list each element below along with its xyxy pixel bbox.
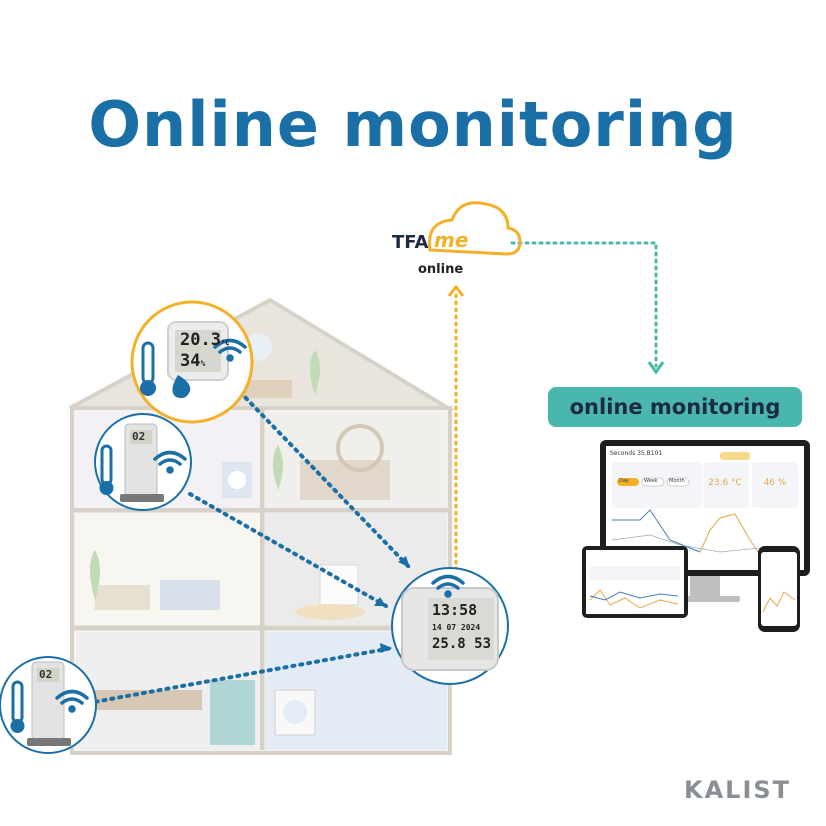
hygrometer-hum: 34 xyxy=(180,351,201,371)
brand-logo: KALIST xyxy=(684,776,792,804)
dashboard-day-button[interactable]: Day xyxy=(619,478,629,484)
cube-hum: 53 xyxy=(474,636,492,652)
cube-display: 13:58 14 07 2024 25.8 53 xyxy=(432,602,491,653)
cube-time: 13:58 xyxy=(432,601,478,619)
cube-date: 14 07 2024 xyxy=(432,623,481,632)
cloud-icon xyxy=(427,201,522,256)
sensor-top-display: 02 xyxy=(132,430,146,443)
tablet xyxy=(582,546,688,618)
cloud-logo-left: TFA xyxy=(392,232,429,253)
online-monitoring-badge: online monitoring xyxy=(548,387,802,427)
phone xyxy=(758,546,800,632)
signal-arrows xyxy=(70,390,412,708)
wifi-icon xyxy=(55,338,465,713)
dashboard-month-button[interactable]: Month xyxy=(669,478,685,484)
dashboard-hum: 46 % xyxy=(763,478,787,488)
cube-temp: 25.8 xyxy=(432,636,466,652)
page-title: Online monitoring xyxy=(88,88,738,161)
house xyxy=(69,297,456,755)
cloud-logo-right: me xyxy=(434,228,469,252)
dashboard-week-button[interactable]: Week xyxy=(644,478,658,484)
hygrometer-temp: 20.3 xyxy=(180,330,221,350)
hygrometer-display: 20.3°C 34% xyxy=(180,330,230,371)
sensor-bottom-display: 02 xyxy=(39,668,53,681)
dashboard-temp: 23.6 °C xyxy=(708,478,742,488)
cloud-caption: online xyxy=(418,262,464,277)
dashboard-device-name: Seconds 35.B101 xyxy=(610,450,663,457)
